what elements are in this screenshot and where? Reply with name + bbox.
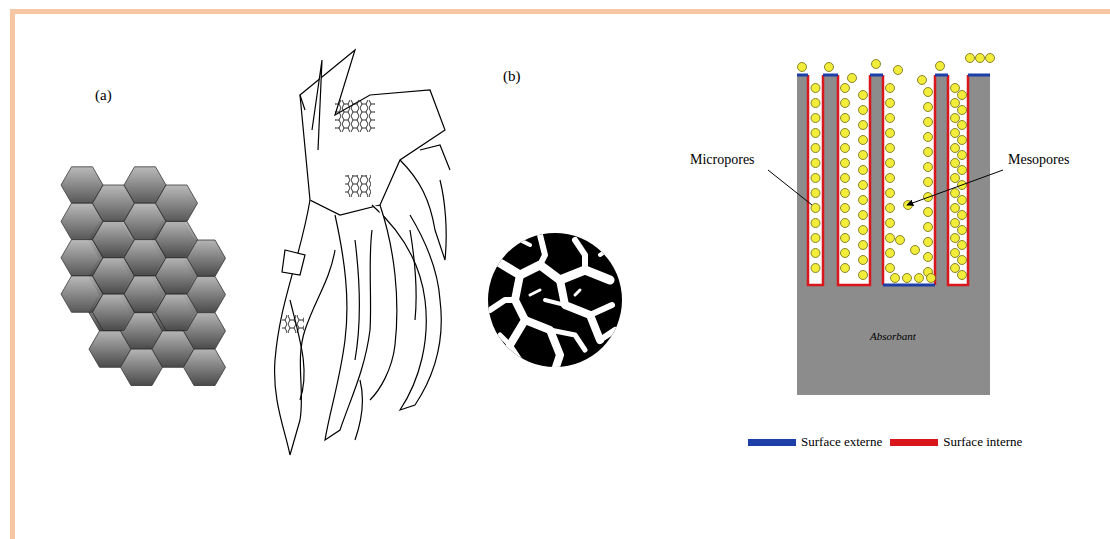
legend-text: Surface externe xyxy=(801,434,882,450)
legend-swatch xyxy=(748,439,796,446)
legend-swatch xyxy=(890,439,938,446)
frame-top xyxy=(10,9,1110,14)
panel-letter: (b) xyxy=(503,68,521,84)
adsorbent-block xyxy=(797,54,995,396)
legend-item: Surface externe xyxy=(748,434,882,450)
material-label: Absorbant xyxy=(870,328,916,344)
legend-text: Surface interne xyxy=(943,434,1022,450)
pore-label: Mesopores xyxy=(1008,152,1069,168)
legend: Surface externe Surface interne xyxy=(748,434,1030,450)
panel-letter: (a) xyxy=(95,87,112,103)
leader-arrow xyxy=(907,170,1003,205)
pore-label: Micropores xyxy=(690,152,755,168)
legend-item: Surface interne xyxy=(890,434,1022,450)
frame-left xyxy=(10,9,15,539)
graphene-hexagons xyxy=(61,167,226,386)
porous-carbon-disc xyxy=(488,233,622,370)
carbon-structure-sketch xyxy=(275,50,450,455)
leader-line xyxy=(768,170,812,205)
